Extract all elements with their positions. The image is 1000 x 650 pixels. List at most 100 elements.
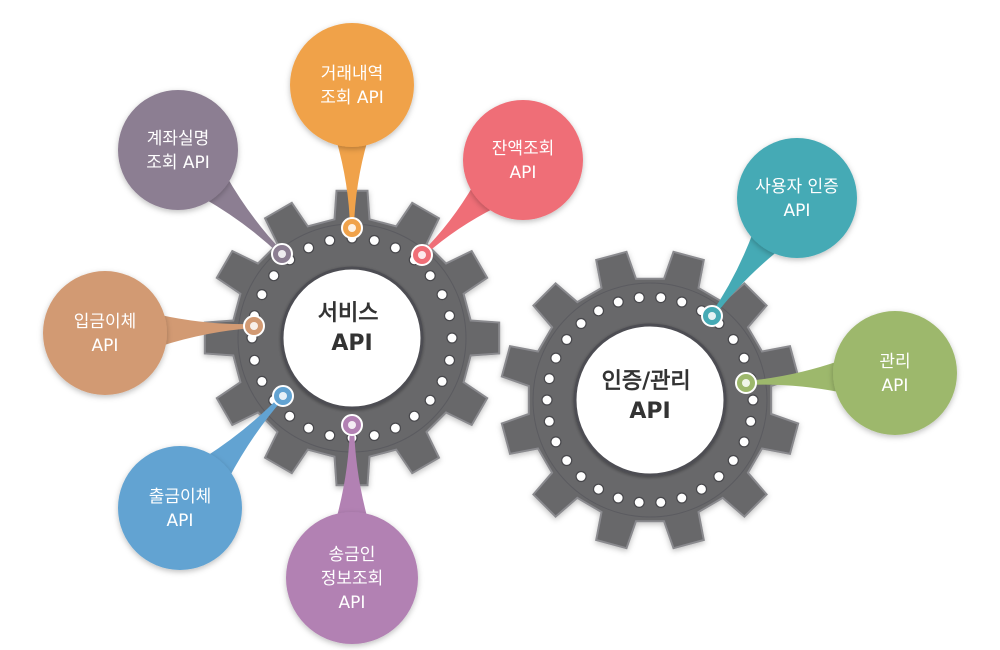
service-gear-hole: [324, 234, 336, 247]
balance-bubble-circle: [463, 100, 583, 220]
auth-gear-hole: [575, 470, 587, 483]
service-gear-hole: [443, 354, 456, 366]
transaction-history-bubble-label-line: 조회 API: [320, 88, 384, 108]
auth-gear-label: 인증/관리 API: [602, 369, 699, 424]
deposit-transfer-bubble: 입금이체 API: [43, 271, 167, 395]
service-gear-hole: [408, 410, 420, 422]
auth-gear-hole: [561, 454, 573, 467]
deposit-transfer-bubble-label-line: API: [92, 336, 119, 356]
service-gear-hole: [424, 270, 436, 282]
auth-gear-hole: [550, 352, 562, 364]
auth-gear-hole: [633, 496, 645, 508]
auth-gear-hole: [695, 483, 708, 495]
auth-gear-hole: [745, 415, 757, 427]
management-connector: [745, 360, 843, 393]
auth-gear-hole: [612, 492, 624, 504]
auth-gear-hole: [655, 292, 667, 304]
auth-gear-hole: [575, 317, 587, 330]
deposit-transfer-bubble-label: 입금이체 API: [74, 312, 137, 356]
auth-gear-hole: [713, 470, 725, 483]
user-auth-bubble-label-line: API: [784, 201, 811, 221]
account-verify-bubble-circle: [118, 90, 238, 210]
auth-gear-hole: [676, 492, 688, 504]
service-gear-hole: [303, 422, 315, 434]
service-gear-hole: [389, 242, 401, 254]
service-gear-hole: [436, 375, 448, 387]
management-bubble-label-line: API: [882, 376, 909, 396]
user-auth-bubble-label-line: 사용자 인증: [755, 177, 839, 197]
auth-gear-ring: [532, 282, 768, 518]
auth-gear-hole: [612, 296, 624, 308]
deposit-transfer-connector: [158, 314, 255, 347]
auth-gear-hole: [738, 352, 750, 364]
auth-gear-hole: [727, 454, 739, 467]
withdraw-transfer-anchor-dot: [279, 392, 287, 400]
auth-gear-hole: [543, 373, 555, 385]
balance-connector: [420, 183, 497, 257]
service-gear-label: 서비스 API: [318, 301, 386, 356]
auth-gear-hole: [592, 483, 605, 495]
service-gear-hole: [443, 310, 456, 322]
auth-gear-hole: [543, 415, 555, 427]
transaction-history-anchor-dot: [348, 224, 356, 232]
auth-gear-label-line2: API: [629, 399, 670, 424]
withdraw-transfer-connector: [204, 394, 285, 480]
service-gear-label-line1: 서비스: [318, 301, 379, 326]
service-gear-hole: [256, 289, 268, 301]
auth-gear-hole: [592, 305, 605, 317]
withdraw-transfer-bubble-circle: [118, 446, 242, 570]
sender-info-bubble-label-line: 송금인: [329, 545, 376, 565]
transaction-history-bubble-label-line: 거래내역: [321, 64, 384, 84]
auth-gear-hole: [561, 333, 573, 346]
auth-gear-hole: [727, 333, 739, 346]
user-auth-connector: [710, 230, 780, 318]
withdraw-transfer-bubble-label: 출금이체 API: [149, 487, 212, 531]
user-auth-bubble-circle: [737, 138, 857, 258]
service-gear-hole: [436, 289, 448, 301]
sender-info-bubble-label-line: 정보조회: [321, 569, 384, 589]
account-verify-bubble-label-line: 계좌실명: [147, 129, 210, 149]
transaction-history-bubble-circle: [290, 23, 414, 147]
account-verify-bubble-label-line: 조회 API: [146, 153, 210, 173]
auth-gear-hole: [676, 296, 688, 308]
user-auth-bubble-label: 사용자 인증 API: [755, 177, 839, 221]
service-gear-hole: [248, 354, 261, 366]
sender-info-bubble-circle: [286, 512, 418, 644]
service-gear-hole: [368, 234, 380, 247]
account-verify-anchor-dot: [278, 250, 286, 258]
service-gear-hole: [389, 422, 401, 434]
sender-info-bubble-label-line: API: [339, 593, 366, 613]
auth-gear-center: [573, 323, 727, 477]
user-auth-anchor-dot: [708, 312, 716, 320]
auth-gear: [500, 250, 800, 550]
withdraw-transfer-bubble-label-line: 출금이체: [149, 487, 212, 507]
deposit-transfer-bubble-circle: [43, 271, 167, 395]
balance-bubble-label-line: API: [510, 163, 537, 183]
deposit-transfer-anchor-dot: [250, 322, 258, 330]
service-gear-hole: [446, 332, 458, 344]
withdraw-transfer-bubble: 출금이체 API: [118, 446, 242, 570]
sender-info-anchor-dot: [348, 421, 356, 429]
service-gear-hole: [368, 429, 380, 442]
balance-anchor-dot: [418, 251, 426, 259]
balance-bubble-label: 잔액조회 API: [492, 139, 555, 183]
service-gear-hole: [268, 270, 280, 282]
management-bubble-label-line: 관리: [879, 352, 910, 372]
balance-bubble-label-line: 잔액조회: [492, 139, 555, 159]
auth-gear-hole: [541, 394, 553, 406]
deposit-transfer-bubble-label-line: 입금이체: [74, 312, 137, 332]
management-bubble-label: 관리 API: [879, 352, 910, 396]
withdraw-transfer-bubble-label-line: API: [167, 511, 194, 531]
management-bubble-circle: [833, 311, 957, 435]
balance-bubble: 잔액조회 API: [463, 100, 583, 220]
auth-gear-hole: [747, 394, 759, 406]
service-gear-hole: [324, 429, 336, 442]
service-gear-center: [280, 266, 424, 410]
